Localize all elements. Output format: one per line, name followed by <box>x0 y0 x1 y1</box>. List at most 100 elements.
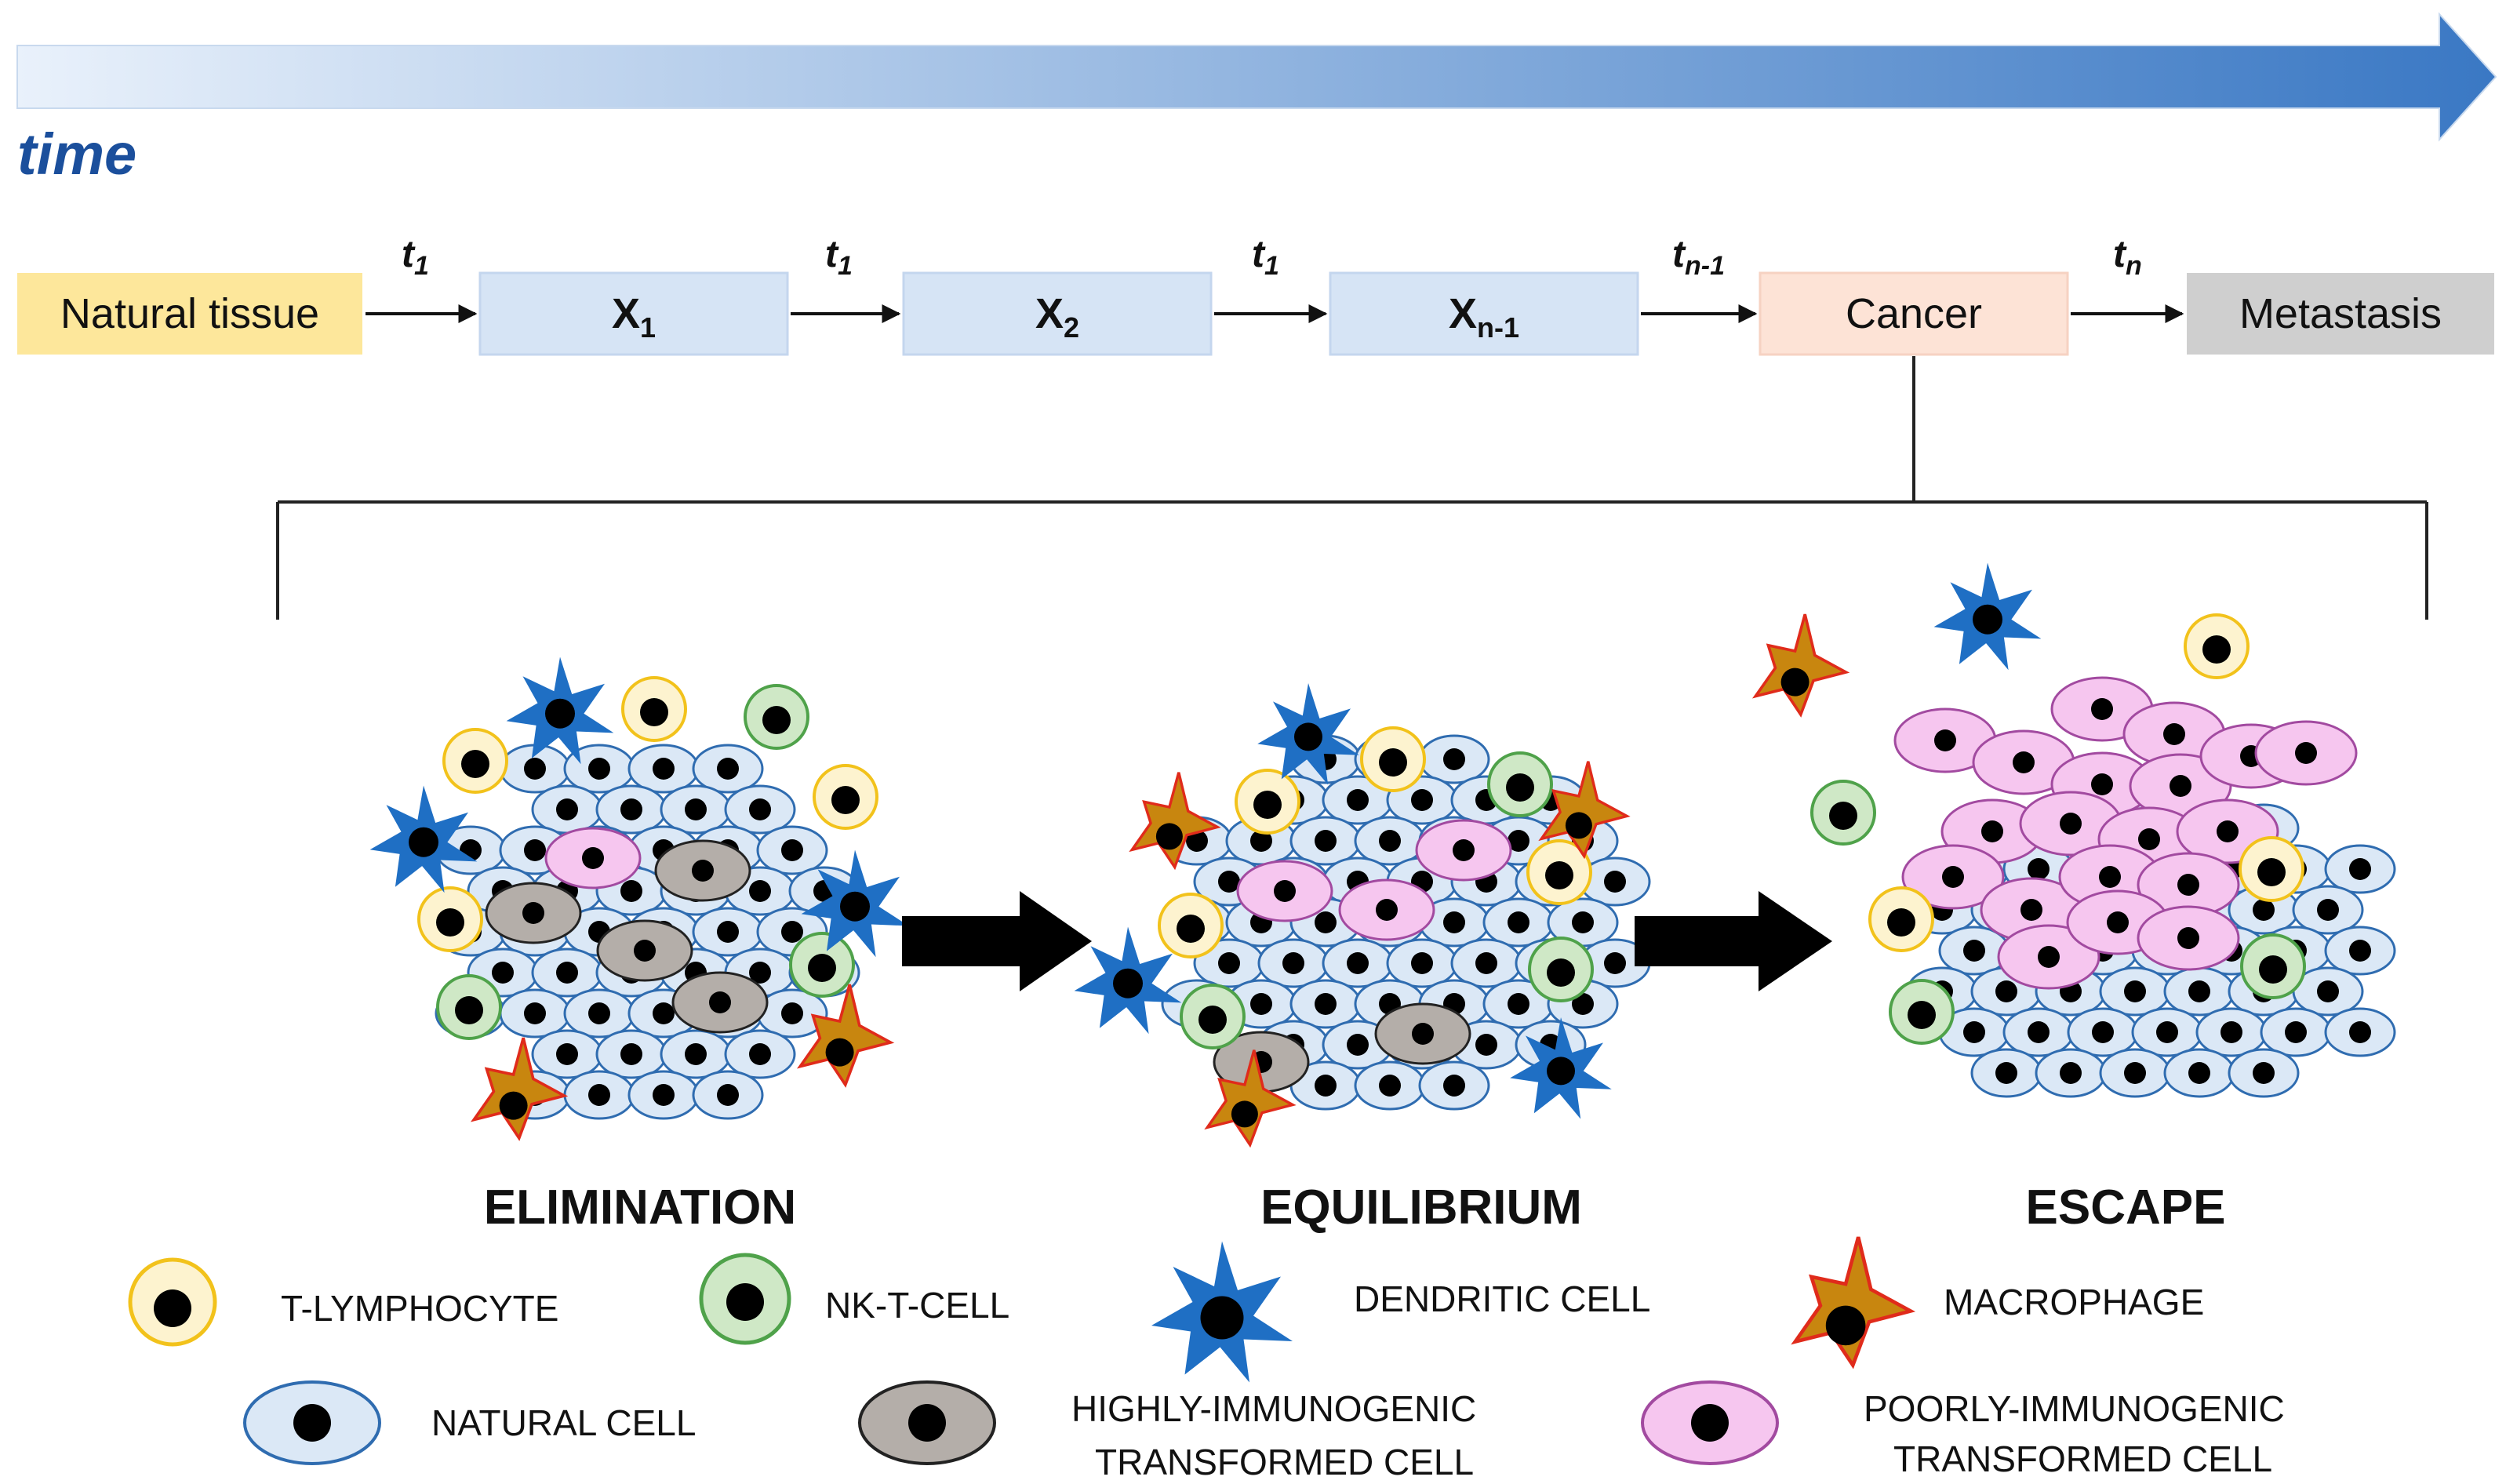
natural-cell <box>2067 1007 2139 1057</box>
natural-cell <box>2195 1007 2268 1057</box>
legend-macrophage: MACROPHAGE <box>1944 1282 2204 1322</box>
t-lymphocyte <box>1158 893 1224 958</box>
natural-cell <box>2163 966 2235 1017</box>
transition-label-5: tn <box>2113 234 2142 281</box>
t-lymphocyte <box>442 728 508 794</box>
metastasis-box <box>2187 273 2494 355</box>
transition-label-4: tn-1 <box>1672 234 1725 281</box>
poorly-immunogenic-cell <box>2019 791 2122 857</box>
natural-tissue-box <box>17 273 362 355</box>
time-arrow <box>16 12 2497 142</box>
natural-cell <box>1418 734 1490 784</box>
nk-t-cell <box>1810 780 1876 846</box>
dendritic-cell <box>1257 683 1359 785</box>
cancer-box <box>1759 271 2069 356</box>
legend-poorly-immunogenic-line1: POORLY-IMMUNOGENIC <box>1864 1388 2285 1429</box>
t-lymphocyte <box>417 886 483 952</box>
natural-cell <box>1482 897 1555 948</box>
natural-tissue-label: Natural tissue <box>60 290 319 337</box>
t-lymphocyte <box>1526 839 1592 905</box>
dendritic-cell <box>1074 926 1182 1035</box>
natural-cell <box>1547 979 1619 1029</box>
nk-t-cell <box>436 974 502 1040</box>
highly-immunogenic-cell <box>671 971 769 1034</box>
poorly-immunogenic-cell <box>2137 905 2240 971</box>
natural-cell <box>724 784 796 835</box>
natural-cell <box>1289 1060 1362 1111</box>
natural-cell <box>2228 1048 2300 1098</box>
legend-natural-cell: NATURAL CELL <box>431 1402 696 1443</box>
natural-cell <box>563 988 635 1038</box>
legend-t-lymphocyte: T-LYMPHOCYTE <box>281 1288 558 1329</box>
natural-cell <box>627 1070 700 1120</box>
nk-t-cell <box>789 932 855 998</box>
natural-cell <box>2099 966 2171 1017</box>
natural-cell <box>1970 1048 2042 1098</box>
natural-cell <box>1289 816 1362 866</box>
x2-label: X2 <box>1035 290 1079 344</box>
transition-label-3: t1 <box>1252 234 1279 281</box>
dendritic-cell <box>1933 562 2042 671</box>
natural-cell <box>1418 1060 1490 1111</box>
transition-label-1: t1 <box>402 234 429 281</box>
natural-cell <box>660 1029 732 1079</box>
natural-cell <box>2292 966 2364 1017</box>
xn1-label: Xn-1 <box>1449 290 1519 344</box>
macrophage <box>472 1036 566 1140</box>
escape-cluster <box>1754 562 2396 1098</box>
t-lymphocyte <box>813 764 878 830</box>
natural-cell <box>595 1029 667 1079</box>
nk-t-cell <box>1889 979 1955 1045</box>
natural-cell <box>1354 816 1426 866</box>
macrophage <box>1540 760 1628 858</box>
natural-cell <box>2324 844 2396 894</box>
stage-elimination: ELIMINATION <box>484 1180 796 1235</box>
legend-dendritic-cell: DENDRITIC CELL <box>1354 1278 1650 1319</box>
nk-t-cell <box>744 684 809 750</box>
cancer-label: Cancer <box>1846 290 1982 337</box>
highly-immunogenic-cell <box>596 919 693 982</box>
elimination-cluster <box>369 657 909 1140</box>
nk-t-cell <box>1487 751 1553 817</box>
stage-equilibrium: EQUILIBRIUM <box>1260 1180 1582 1235</box>
natural-cell <box>1354 1060 1426 1111</box>
natural-cell <box>2002 1007 2075 1057</box>
time-label: time <box>17 122 136 187</box>
natural-cell <box>724 1029 796 1079</box>
natural-cell <box>2324 1007 2396 1057</box>
natural-cell <box>531 784 603 835</box>
highly-immunogenic-cell-icon <box>858 1380 996 1465</box>
natural-cell <box>1386 938 1458 988</box>
poorly-immunogenic-cell <box>1893 707 1997 773</box>
poorly-immunogenic-cell <box>1415 819 1512 882</box>
natural-cell <box>1257 938 1329 988</box>
natural-cell <box>2163 1048 2235 1098</box>
progression-arrow-2 <box>1635 891 1832 991</box>
natural-cell <box>1322 938 1394 988</box>
legend-nk-t-cell: NK-T-CELL <box>825 1285 1009 1326</box>
natural-cell <box>2324 926 2396 976</box>
progression-arrow-1 <box>902 891 1092 991</box>
highly-immunogenic-cell <box>1374 1002 1471 1065</box>
legend-highly-immunogenic-line2: TRANSFORMED CELL <box>1095 1442 1474 1482</box>
natural-cell <box>756 825 828 875</box>
poorly-immunogenic-cell <box>544 827 642 889</box>
natural-cell <box>692 907 764 957</box>
natural-cell <box>1322 775 1394 825</box>
natural-cell <box>2292 885 2364 935</box>
natural-cell <box>1193 938 1265 988</box>
natural-cell <box>692 744 764 794</box>
natural-cell <box>1289 979 1362 1029</box>
natural-cell-icon <box>243 1380 381 1465</box>
t-lymphocyte-icon <box>128 1257 217 1347</box>
nk-t-cell <box>2240 933 2306 999</box>
macrophage <box>1206 1049 1294 1147</box>
dendritic-cell <box>506 657 614 765</box>
dendritic-cell <box>369 785 478 893</box>
legend: T-LYMPHOCYTE NK-T-CELL DENDRITIC CELL MA… <box>128 1237 2285 1482</box>
poorly-immunogenic-cell <box>1901 844 2005 910</box>
xn1-box <box>1329 271 1639 356</box>
natural-cell <box>563 744 635 794</box>
macrophage <box>1130 771 1219 869</box>
